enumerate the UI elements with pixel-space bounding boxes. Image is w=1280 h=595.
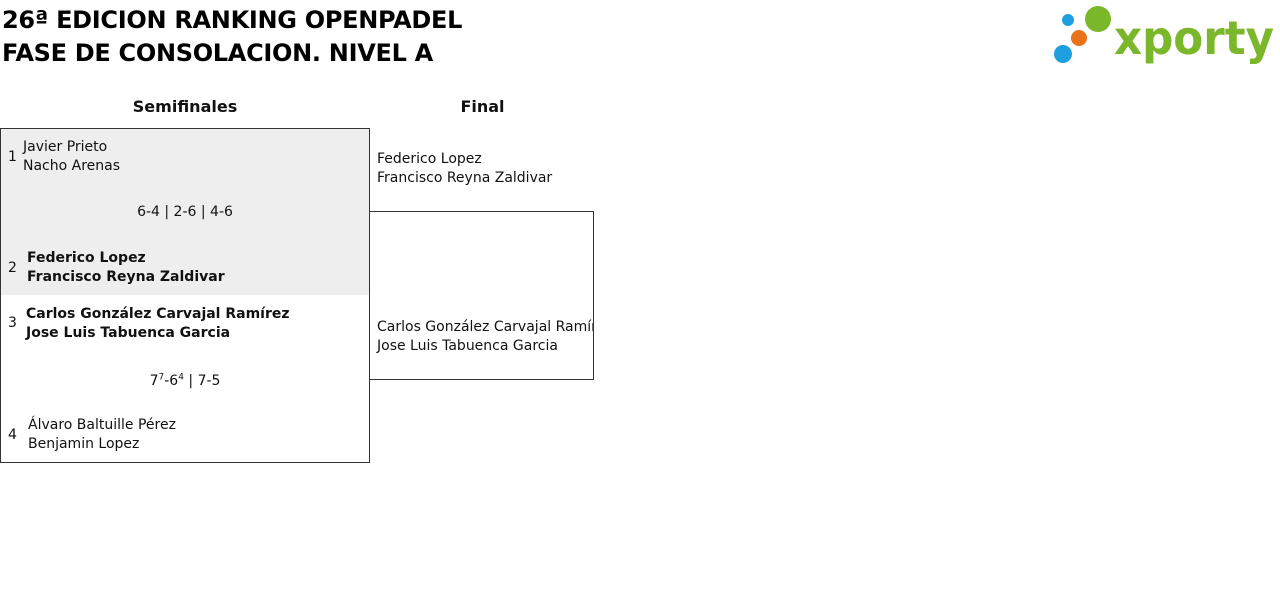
logo-dot-green [1085,6,1111,32]
seed-number: 3 [8,315,17,331]
player-name: Carlos González Carvajal Ramírez [26,306,290,322]
set1-tiebreak-a: 7 [158,372,165,383]
semifinal-match-2[interactable]: 3 Carlos González Carvajal Ramírez Jose … [0,295,370,463]
player-name: Javier Prieto [23,139,108,155]
page-title: 26ª EDICION RANKING OPENPADEL FASE DE CO… [2,4,462,70]
logo-dot-blue-large [1054,45,1072,63]
player-name: Nacho Arenas [23,158,121,174]
xporty-logo: xporty [1054,6,1274,65]
player-name: Jose Luis Tabuenca Garcia [377,338,558,354]
player-name: Álvaro Baltuille Pérez [28,417,176,433]
player-name: Benjamin Lopez [28,436,140,452]
match-score: 77-64 | 7-5 [149,372,221,389]
set2-score: 7-5 [197,373,221,389]
logo-wordmark: xporty [1114,11,1274,65]
player-name: Federico Lopez [377,151,482,167]
player-name: Jose Luis Tabuenca Garcia [26,325,231,341]
seed-number: 2 [8,260,17,276]
page-title-line-2: FASE DE CONSOLACION. NIVEL A [2,39,433,67]
match-score: 6-4 | 2-6 | 4-6 [137,204,233,220]
player-name: Francisco Reyna Zaldivar [27,269,225,285]
seed-number: 1 [8,149,17,165]
player-name: Federico Lopez [27,250,146,266]
player-name: Francisco Reyna Zaldivar [377,170,553,186]
seed-number: 4 [8,427,17,443]
logo-dot-orange [1071,30,1087,46]
round-heading-semifinals: Semifinales [132,97,238,116]
logo-dot-blue-small [1062,14,1074,26]
set1-games-b: 6 [169,373,179,389]
final-match-bracket[interactable]: Carlos González Carvajal Ramírez Jose Lu… [369,211,594,380]
set1-games-a: 7 [149,373,159,389]
page-title-line-1: 26ª EDICION RANKING OPENPADEL [2,6,463,34]
team-entry[interactable]: Álvaro Baltuille Pérez Benjamin Lopez [28,416,176,454]
final-team-bottom[interactable]: Carlos González Carvajal Ramírez Jose Lu… [377,318,594,356]
player-name: Carlos González Carvajal Ramírez [377,319,594,335]
final-team-top[interactable]: Federico Lopez Francisco Reyna Zaldivar [377,150,552,188]
set1-tiebreak-b: 4 [178,372,184,383]
semifinal-match-1[interactable]: 1 Javier Prieto Nacho Arenas 6-4 | 2-6 |… [0,128,370,296]
team-entry[interactable]: Javier Prieto Nacho Arenas [23,138,120,176]
round-heading-final: Final [460,97,505,116]
team-entry-winner[interactable]: Federico Lopez Francisco Reyna Zaldivar [27,249,225,287]
team-entry-winner[interactable]: Carlos González Carvajal Ramírez Jose Lu… [26,305,290,343]
